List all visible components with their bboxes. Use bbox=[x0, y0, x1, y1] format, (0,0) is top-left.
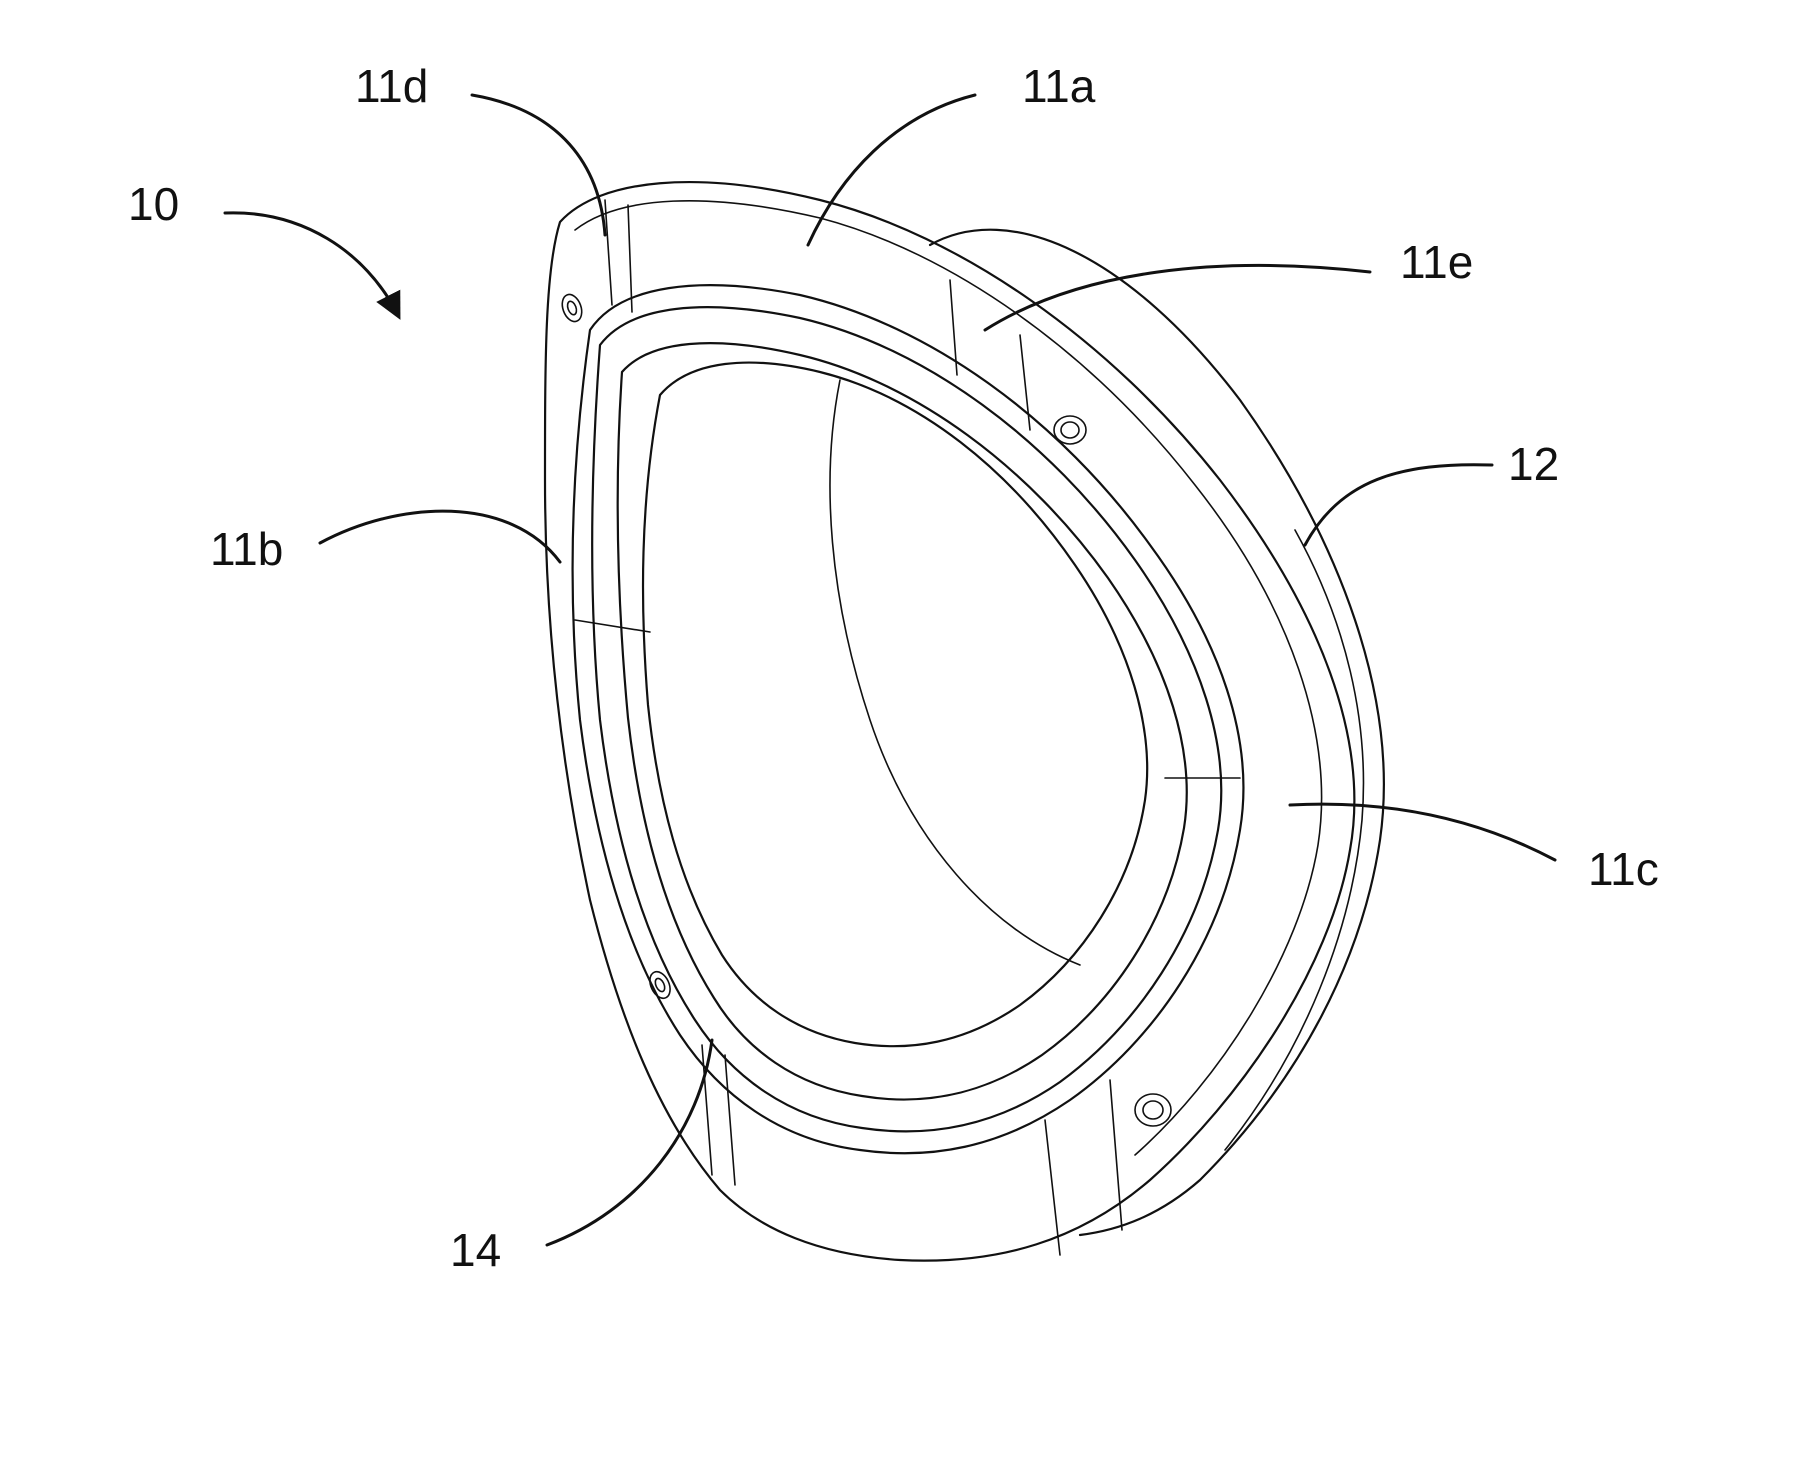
fastener-top-right bbox=[1054, 416, 1086, 444]
leader-11c bbox=[1290, 804, 1555, 860]
label-11a: 11a bbox=[1022, 60, 1096, 112]
label-11c: 11c bbox=[1588, 843, 1659, 895]
leader-14 bbox=[547, 1040, 712, 1245]
segment-joint-11b bbox=[575, 620, 650, 632]
label-12: 12 bbox=[1508, 438, 1559, 490]
fastener-bottom-right bbox=[1135, 1094, 1171, 1126]
label-11b: 11b bbox=[210, 523, 283, 575]
label-10: 10 bbox=[128, 178, 179, 230]
leader-11d bbox=[472, 95, 605, 235]
bore-interior-curve bbox=[830, 380, 1080, 965]
leader-lines bbox=[225, 95, 1555, 1245]
flange-outer-edge bbox=[545, 182, 1354, 1261]
fastener-top-left bbox=[559, 292, 585, 324]
bore-opening bbox=[643, 363, 1147, 1047]
ring-assembly-drawing bbox=[545, 182, 1384, 1261]
leader-10-arrow bbox=[225, 213, 398, 315]
segment-joint-11d-11a bbox=[605, 200, 612, 305]
reference-labels: 10 11d 11a 11e 12 11b 11c 14 bbox=[128, 60, 1659, 1276]
leader-11e bbox=[985, 265, 1370, 330]
segment-joint-14-right bbox=[725, 1055, 735, 1185]
leader-11b bbox=[320, 511, 560, 562]
segment-joint-bottom-left bbox=[1045, 1120, 1060, 1255]
segment-joint-11e-right bbox=[1020, 335, 1030, 430]
leader-12 bbox=[1305, 465, 1492, 545]
segment-joint-11d-left bbox=[628, 205, 632, 312]
housing-inner-edge bbox=[1225, 530, 1363, 1150]
seal-ring-inner bbox=[618, 343, 1187, 1099]
label-11e: 11e bbox=[1400, 236, 1473, 288]
label-14: 14 bbox=[450, 1224, 501, 1276]
label-11d: 11d bbox=[355, 60, 428, 112]
seal-ring-middle bbox=[592, 307, 1221, 1131]
fastener-bottom-left bbox=[646, 969, 674, 1002]
